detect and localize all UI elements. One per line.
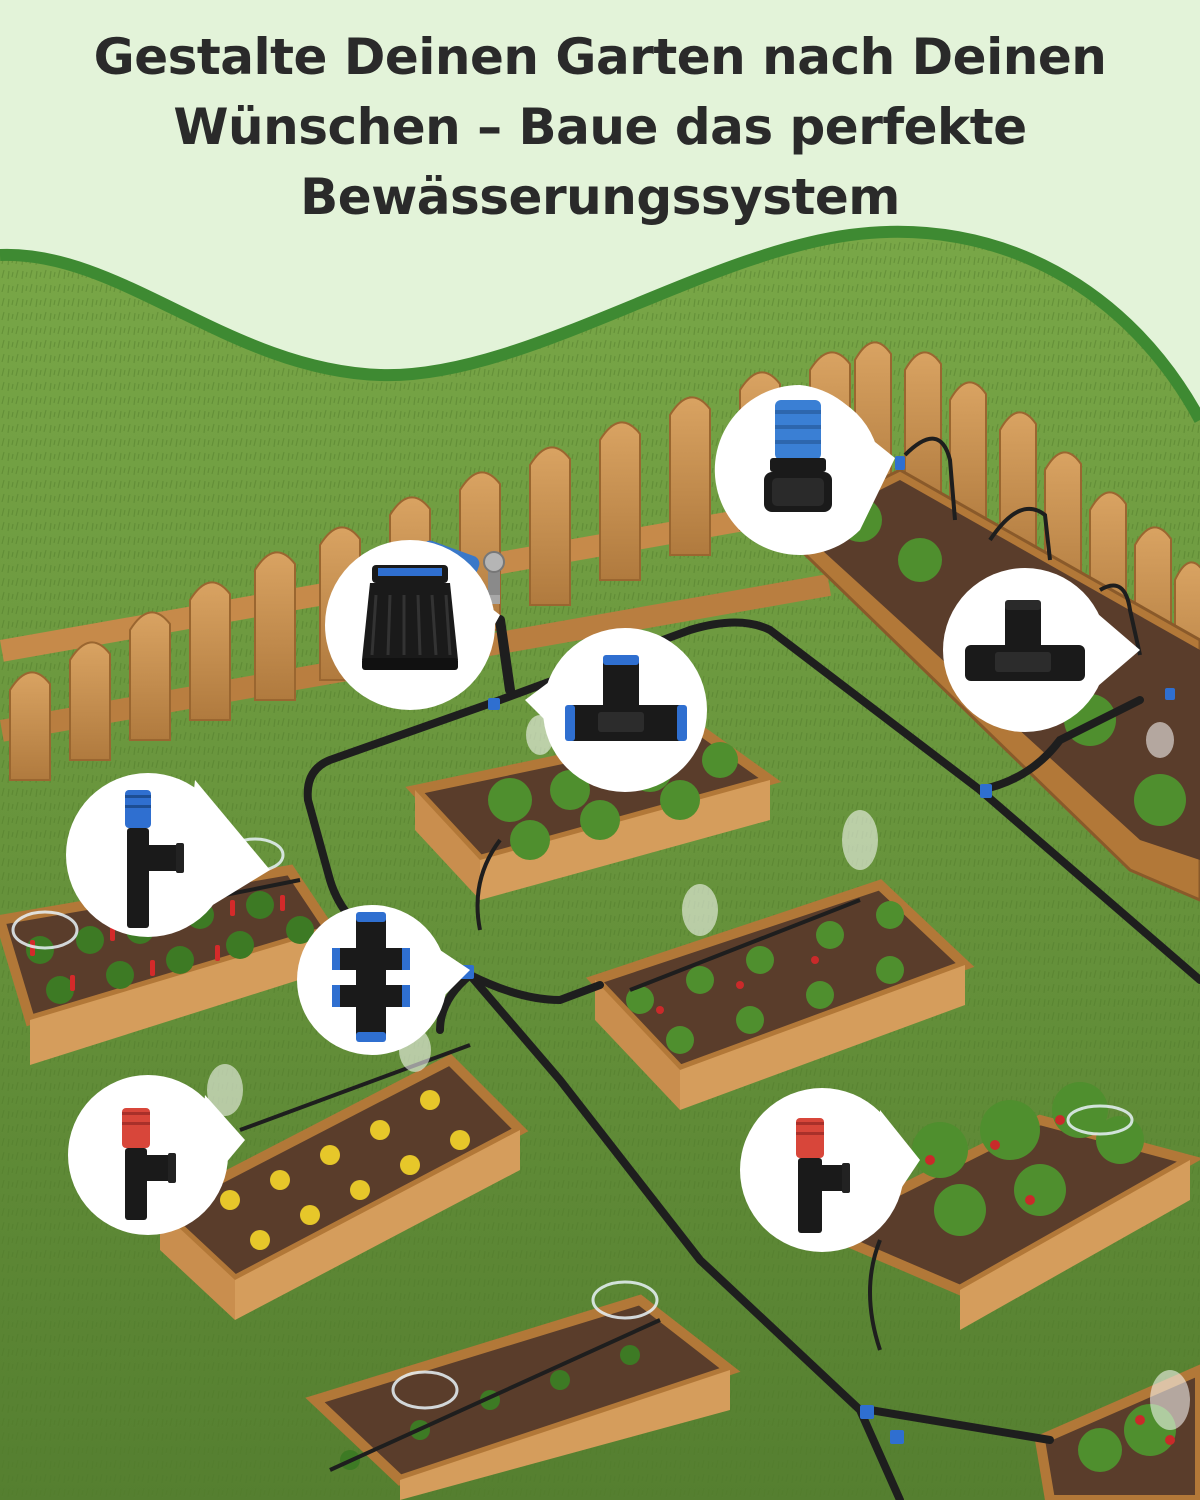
tee-connector-icon xyxy=(565,655,687,741)
header-wave xyxy=(0,0,1200,420)
tap-adapter-callout xyxy=(325,540,500,710)
blue-sprinkler-stake-callout xyxy=(66,773,270,937)
headline-line-2: Wünschen – Baue das perfekte xyxy=(173,98,1027,156)
irrigation-hose xyxy=(303,615,1200,1500)
rotary-sprinklers xyxy=(11,837,1134,1410)
four-way-connector-callout xyxy=(297,905,470,1055)
headline: Gestalte Deinen Garten nach Deinen Wünsc… xyxy=(60,22,1140,232)
hose-adapter-icon xyxy=(362,565,458,670)
quick-connector-callout xyxy=(714,384,895,555)
blue-end-cap-icon xyxy=(764,400,832,512)
sprinkler-stake-blue-icon xyxy=(125,790,184,928)
headline-line-3: Bewässerungssystem xyxy=(300,168,900,226)
tee-connector-callout xyxy=(525,628,707,792)
tee-connector-right-callout xyxy=(943,568,1140,732)
raised-bed-flowers xyxy=(151,1053,529,1320)
sprinkler-stake-red-icon xyxy=(122,1108,176,1220)
headline-line-1: Gestalte Deinen Garten nach Deinen xyxy=(93,28,1107,86)
raised-bed-center xyxy=(585,879,975,1110)
four-way-connector-icon xyxy=(332,912,410,1042)
red-sprinkler-stake-callout xyxy=(68,1075,245,1235)
plants xyxy=(26,498,1186,1472)
sprinkler-stake-red-icon-right xyxy=(796,1118,850,1233)
red-sprinkler-stake-right-callout xyxy=(740,1088,920,1252)
tee-connector-icon-right xyxy=(965,600,1085,681)
